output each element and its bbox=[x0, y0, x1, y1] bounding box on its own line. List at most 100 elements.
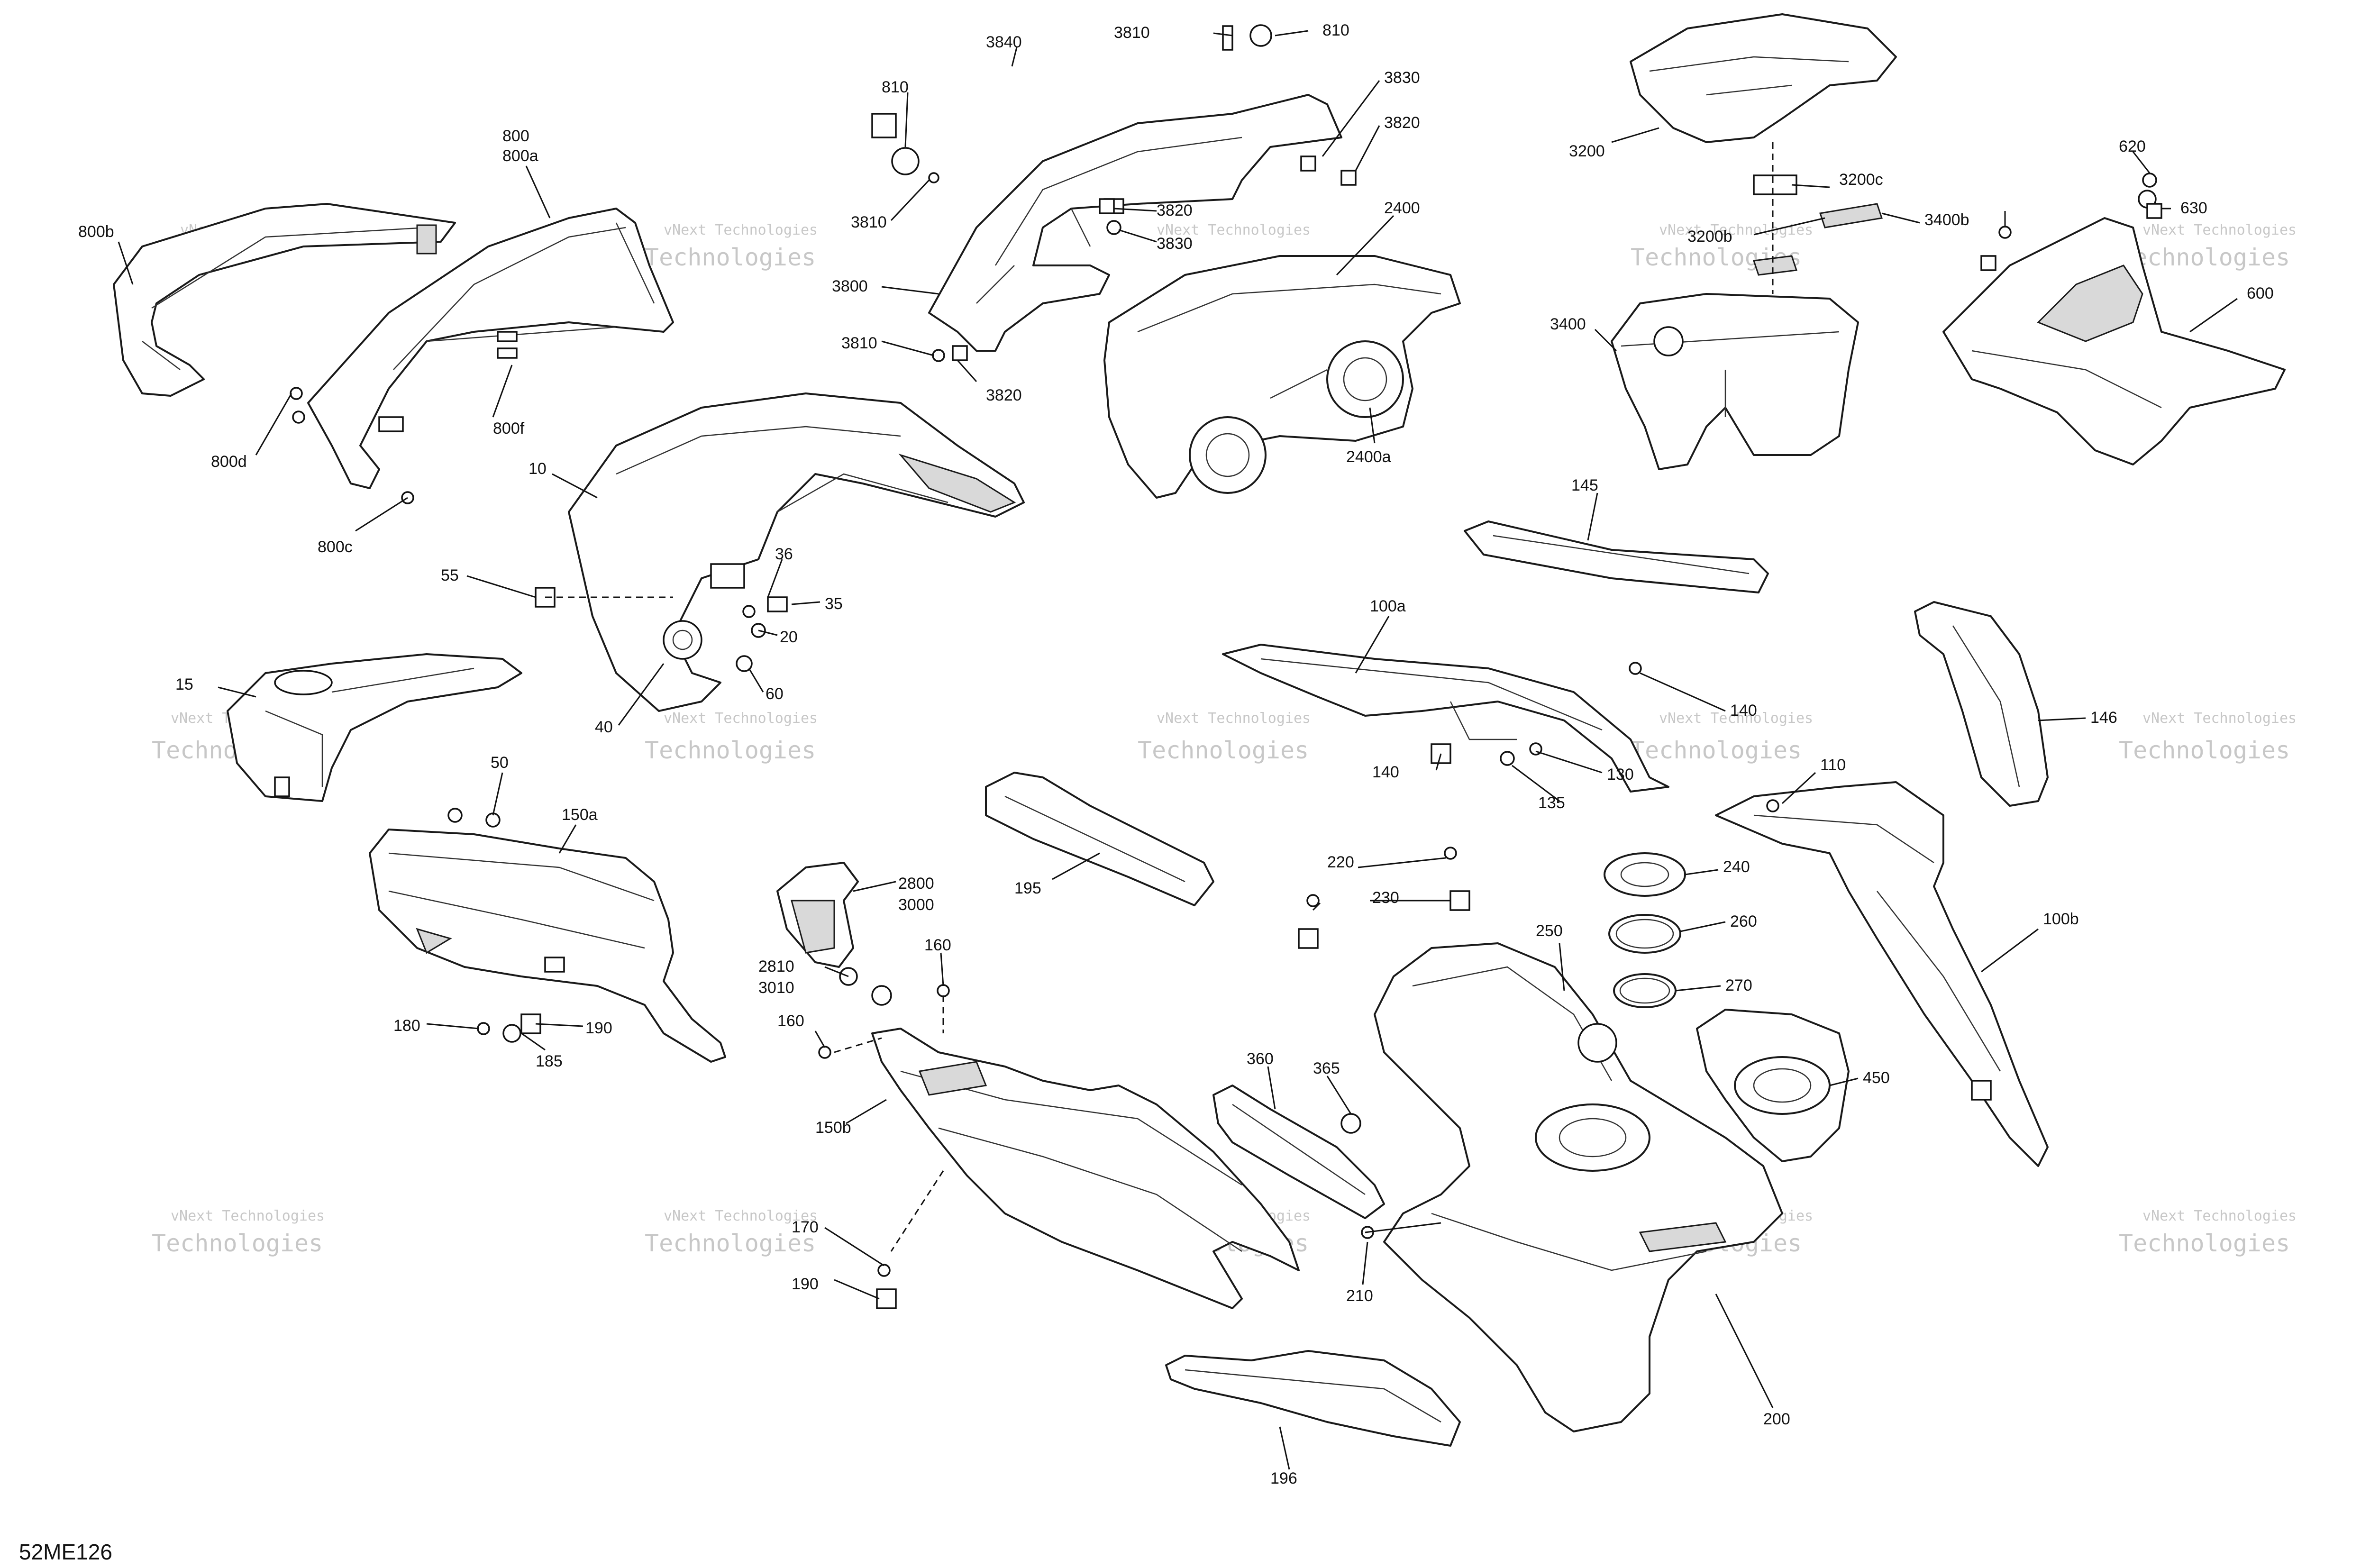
part-15 bbox=[227, 653, 522, 802]
callout-630: 630 bbox=[2180, 199, 2207, 217]
callout-145: 145 bbox=[1571, 476, 1598, 494]
callout-10: 10 bbox=[529, 460, 547, 478]
watermark-text: vNext Technologies bbox=[664, 1208, 818, 1224]
part-146 bbox=[1914, 601, 2049, 807]
part-240 bbox=[1604, 852, 1686, 897]
leader-lines bbox=[118, 30, 2238, 1470]
callout-100b: 100b bbox=[2043, 910, 2079, 928]
callout-55: 55 bbox=[441, 566, 459, 584]
part-2800 bbox=[776, 862, 859, 968]
callout-3200c: 3200c bbox=[1839, 171, 1883, 189]
watermark-text: vNext Technologies bbox=[1157, 710, 1311, 727]
callout-150b: 150b bbox=[815, 1119, 851, 1137]
callout-3810-top: 3810 bbox=[1114, 24, 1150, 42]
watermark-text: Technologies bbox=[645, 1230, 816, 1257]
part-260 bbox=[1608, 914, 1681, 954]
callout-3810-mid: 3810 bbox=[851, 213, 887, 231]
callout-360: 360 bbox=[1247, 1050, 1274, 1068]
part-100b bbox=[1715, 781, 2049, 1167]
callout-3840: 3840 bbox=[986, 33, 1022, 51]
watermark-text: Technologies bbox=[2119, 737, 2290, 764]
callout-110: 110 bbox=[1820, 756, 1846, 774]
callout-800: 800 bbox=[502, 127, 529, 145]
watermark-text: Technologies bbox=[645, 244, 816, 271]
part-150b bbox=[871, 1028, 1300, 1309]
callout-600: 600 bbox=[2247, 284, 2274, 302]
callout-195: 195 bbox=[1014, 879, 1041, 897]
callout-labels: 800 800a 800b 800d 800f 800c 10 55 36 35… bbox=[78, 21, 2274, 1487]
part-600 bbox=[1942, 190, 2286, 465]
callout-185: 185 bbox=[536, 1052, 563, 1070]
part-2400 bbox=[1103, 255, 1461, 499]
callout-2400: 2400 bbox=[1384, 199, 1420, 217]
callout-3820-top: 3820 bbox=[1384, 114, 1420, 132]
callout-3400b: 3400b bbox=[1924, 211, 1969, 229]
part-800 bbox=[307, 208, 674, 489]
callout-365: 365 bbox=[1313, 1059, 1340, 1077]
watermark-text: Technologies bbox=[2119, 244, 2290, 271]
callout-3820-mid: 3820 bbox=[1157, 201, 1193, 219]
callout-60: 60 bbox=[766, 685, 784, 703]
callout-140-left: 140 bbox=[1372, 763, 1399, 781]
watermark-text: Technologies bbox=[2119, 1230, 2290, 1257]
watermark-text: vNext Technologies bbox=[664, 710, 818, 727]
callout-3200: 3200 bbox=[1569, 142, 1605, 160]
part-10 bbox=[568, 392, 1025, 712]
watermark-text: vNext Technologies bbox=[1659, 710, 1813, 727]
callout-196: 196 bbox=[1270, 1469, 1297, 1487]
callout-800f: 800f bbox=[493, 419, 525, 438]
callout-40: 40 bbox=[595, 718, 613, 736]
callout-450: 450 bbox=[1863, 1069, 1890, 1087]
callout-3200b: 3200b bbox=[1687, 228, 1732, 246]
callout-35: 35 bbox=[825, 595, 843, 613]
part-3400 bbox=[1611, 293, 1859, 470]
callout-800c: 800c bbox=[318, 538, 353, 556]
callout-160-left: 160 bbox=[777, 1012, 804, 1030]
callout-140-right: 140 bbox=[1730, 702, 1757, 720]
callout-190-left: 190 bbox=[585, 1019, 612, 1037]
callout-200: 200 bbox=[1763, 1410, 1790, 1428]
callout-240: 240 bbox=[1723, 858, 1750, 876]
callout-210: 210 bbox=[1346, 1287, 1373, 1305]
callout-146: 146 bbox=[2090, 709, 2117, 727]
watermark-text: vNext Technologies bbox=[1659, 222, 1813, 238]
part-3200 bbox=[1630, 13, 1897, 276]
part-196 bbox=[1165, 1350, 1461, 1447]
watermark-text: vNext Technologies bbox=[2142, 710, 2297, 727]
callout-3810-low: 3810 bbox=[841, 334, 877, 352]
callout-250: 250 bbox=[1536, 922, 1563, 940]
callout-130: 130 bbox=[1607, 766, 1634, 784]
callout-3820-low: 3820 bbox=[986, 386, 1022, 404]
part-195 bbox=[985, 772, 1214, 906]
part-150a bbox=[369, 829, 726, 1063]
callout-2400a: 2400a bbox=[1346, 448, 1391, 466]
callout-230: 230 bbox=[1372, 889, 1399, 907]
callout-2800: 2800 bbox=[898, 875, 934, 893]
watermark-text: vNext Technologies bbox=[171, 1208, 325, 1224]
watermark-text: vNext Technologies bbox=[2142, 1208, 2297, 1224]
part-800b bbox=[113, 203, 456, 397]
callout-810-top: 810 bbox=[1322, 21, 1349, 39]
callout-3400: 3400 bbox=[1550, 315, 1586, 333]
callout-800d: 800d bbox=[211, 453, 247, 471]
callout-190-low: 190 bbox=[792, 1275, 819, 1293]
callout-800a: 800a bbox=[502, 147, 538, 165]
watermark-text: Technologies bbox=[1138, 737, 1309, 764]
callout-20: 20 bbox=[780, 628, 798, 646]
part-200 bbox=[1374, 942, 1783, 1432]
part-100a bbox=[1222, 644, 1669, 793]
callout-3830-mid: 3830 bbox=[1157, 235, 1193, 253]
callout-150a: 150a bbox=[562, 806, 598, 824]
diagram-code: 52ME126 bbox=[19, 1540, 112, 1564]
callout-220: 220 bbox=[1327, 853, 1354, 871]
callout-800b: 800b bbox=[78, 223, 114, 241]
watermark-text: Technologies bbox=[1631, 737, 1802, 764]
callout-170: 170 bbox=[792, 1218, 819, 1236]
watermark-text: vNext Technologies bbox=[664, 222, 818, 238]
callout-135: 135 bbox=[1538, 794, 1565, 812]
callout-3800: 3800 bbox=[832, 277, 868, 295]
part-450 bbox=[1696, 1009, 1850, 1162]
callout-36: 36 bbox=[775, 545, 793, 563]
callout-15: 15 bbox=[175, 675, 193, 693]
